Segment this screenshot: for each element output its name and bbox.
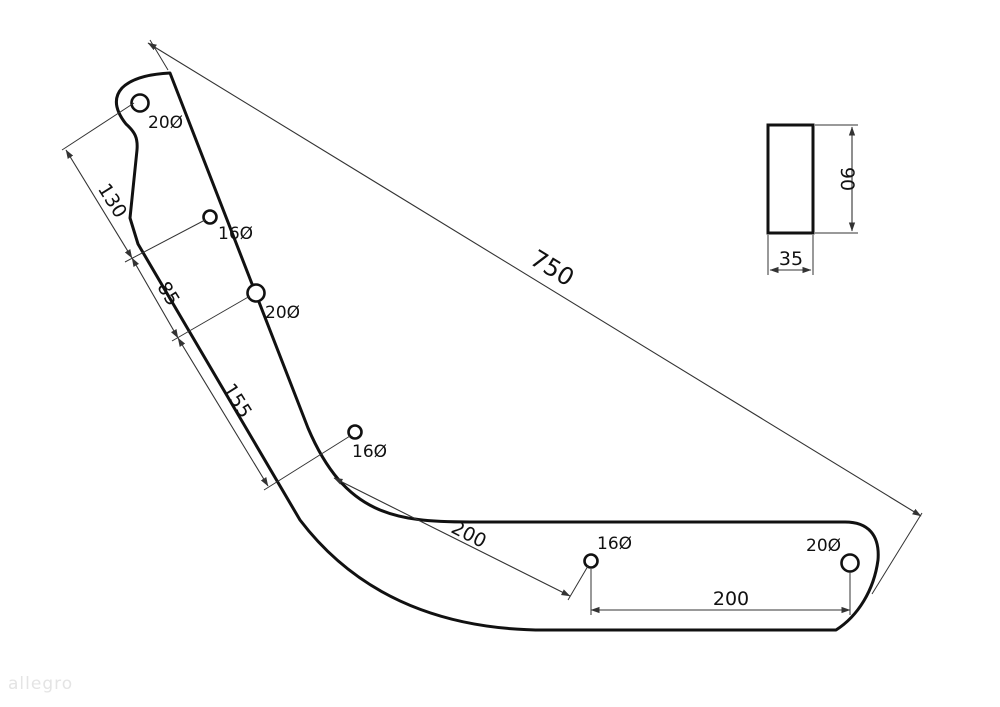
hole-1-label: 20Ø [148, 113, 183, 133]
dim-750-label: 750 [525, 244, 579, 292]
ext-line-hole3 [171, 295, 251, 342]
watermark-text: allegro [8, 674, 74, 694]
cross-section [766, 123, 815, 235]
dim-90-label: 90 [836, 167, 858, 191]
dim-line-155 [177, 337, 269, 487]
ext-line-top [149, 39, 169, 71]
dim-35-label: 35 [779, 248, 803, 270]
dim-85-label: 85 [152, 278, 183, 310]
hole-6 [840, 553, 860, 573]
hole-6-label: 20Ø [806, 536, 841, 556]
hole-2-label: 16Ø [218, 224, 253, 244]
hole-3 [246, 283, 266, 303]
dim-line-200-diagonal [333, 477, 571, 597]
hole-5-label: 16Ø [597, 534, 632, 554]
dim-line-750 [147, 42, 922, 517]
hole-2 [202, 209, 218, 225]
ext-line-right [871, 512, 923, 595]
hole-1 [130, 93, 150, 113]
hole-3-label: 20Ø [265, 303, 300, 323]
dim-200-bottom-label: 200 [713, 588, 749, 610]
hole-5 [583, 553, 599, 569]
ext-line-hole4 [263, 435, 351, 491]
hole-4-label: 16Ø [352, 442, 387, 462]
dim-155-label: 155 [218, 380, 256, 422]
hole-4 [347, 424, 363, 440]
dim-130-label: 130 [93, 180, 131, 222]
ext-line-hole5 [567, 565, 589, 601]
ext-line-hole1 [61, 102, 135, 151]
dim-line-130 [65, 149, 133, 259]
part-outline [114, 71, 880, 632]
dim-line-85 [131, 257, 179, 339]
ext-line-hole2 [124, 219, 206, 263]
